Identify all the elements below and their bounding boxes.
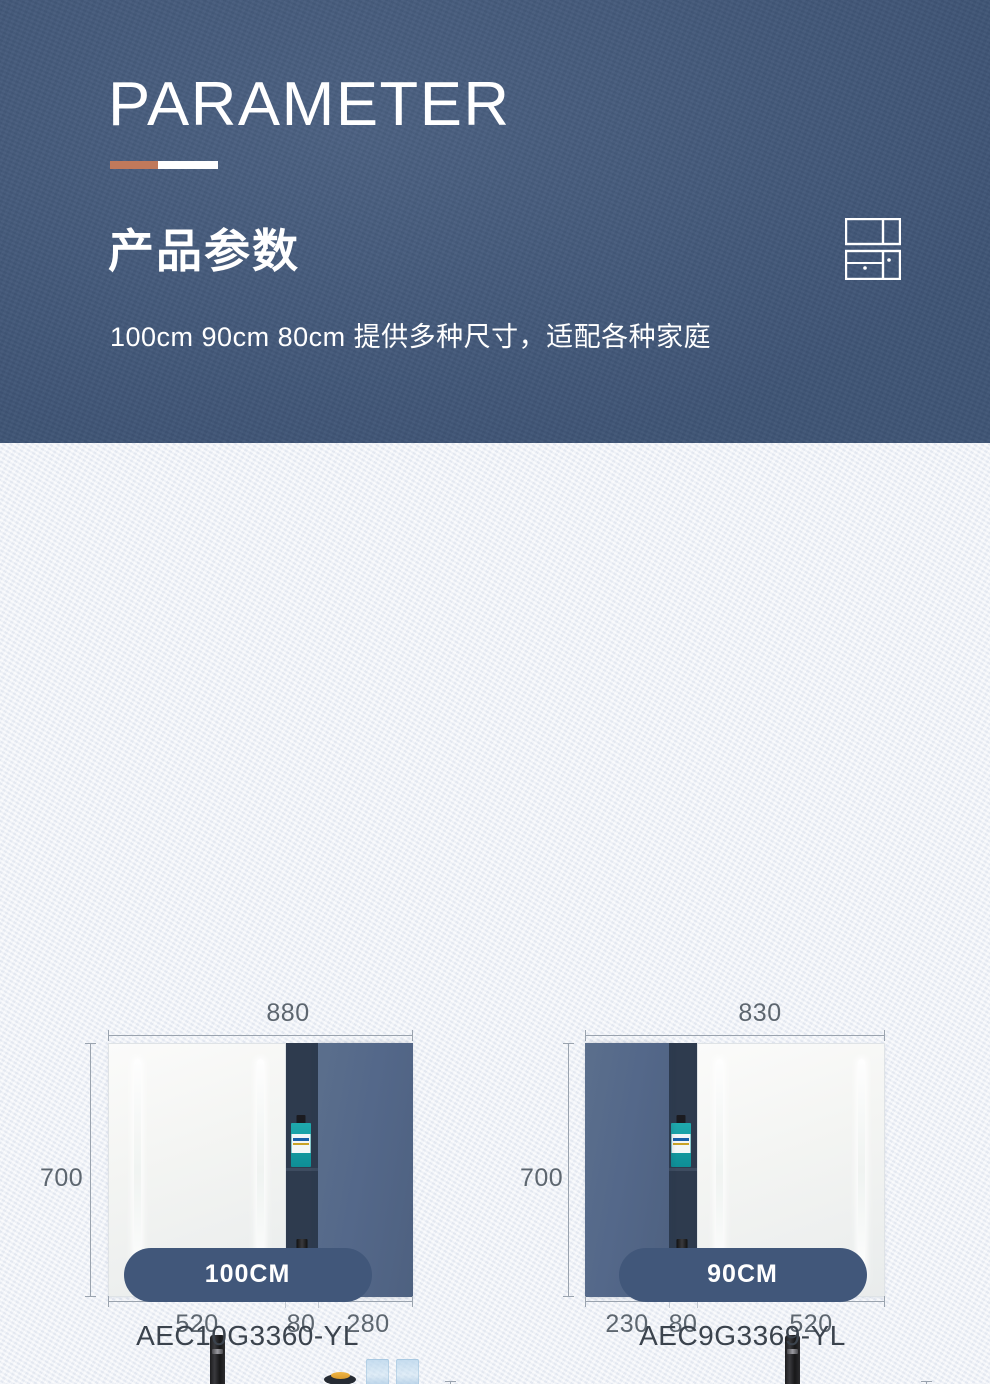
mirror-segment-label-80: 80 <box>286 1310 316 1338</box>
mirror-width-dimline <box>585 1030 885 1041</box>
product-label-100cm: 100CM AEC10G3360-YL <box>0 1248 495 1352</box>
mirror-width-dimline <box>108 1030 413 1041</box>
soap-bar <box>331 1372 350 1379</box>
page-header: PARAMETER 产品参数 100cm 90cm 80cm 提供多种尺寸，适配… <box>0 0 990 443</box>
mirror-width-label-830: 830 <box>738 999 782 1027</box>
size-pill-90cm[interactable]: 90CM <box>618 1248 867 1302</box>
faucet-lever[interactable] <box>787 1349 798 1354</box>
mirror-height-dimline <box>85 1043 96 1297</box>
mirror-segment-label-520: 520 <box>175 1310 219 1338</box>
model-code-100cm: AEC10G3360-YL <box>136 1320 359 1351</box>
mirror-height-label-700: 700 <box>520 1164 564 1192</box>
faucet[interactable] <box>210 1335 225 1384</box>
mirror-segment-label-280: 280 <box>346 1310 390 1338</box>
glass-cup-2 <box>396 1359 419 1384</box>
shelf-bottle-mouthwash <box>670 1115 692 1167</box>
segment-tick-2 <box>697 1301 698 1308</box>
soap-dish <box>324 1372 356 1384</box>
accent-segment-orange <box>110 161 158 169</box>
accent-segment-white <box>157 161 218 169</box>
size-pill-100cm[interactable]: 100CM <box>123 1248 372 1302</box>
vanity-cabinet-90: ARROW <box>567 1335 917 1384</box>
model-code-90cm: AEC9G3369-YL <box>639 1320 846 1351</box>
page-title-en: PARAMETER <box>108 70 511 139</box>
mirror-height-label-700: 700 <box>40 1164 84 1192</box>
shelf-bottle-mouthwash <box>290 1115 312 1167</box>
led-strip-right <box>858 1059 865 1281</box>
mirror-segment-label-230: 230 <box>605 1310 649 1338</box>
vanity-cabinet-100: ARROW <box>78 1335 448 1384</box>
product-diagram-100cm: 880 700 <box>0 443 495 1384</box>
shelf-divider <box>665 1168 697 1171</box>
accent-divider <box>110 161 218 169</box>
led-strip-left <box>716 1059 723 1281</box>
product-label-90cm: 90CM AEC9G3369-YL <box>495 1248 990 1352</box>
mirror-segment-label-520: 520 <box>789 1310 833 1338</box>
mirror-segment-label-80: 80 <box>668 1310 698 1338</box>
segment-tick-1 <box>669 1301 670 1308</box>
page-subtitle: 100cm 90cm 80cm 提供多种尺寸，适配各种家庭 <box>110 322 712 352</box>
shelf-divider <box>284 1168 318 1171</box>
mirror-height-dimline <box>563 1043 574 1297</box>
led-strip-right <box>257 1059 264 1281</box>
mirror-width-label-880: 880 <box>266 999 310 1027</box>
cabinet-icon <box>844 217 902 281</box>
faucet-lever[interactable] <box>212 1349 223 1354</box>
faucet[interactable] <box>785 1335 800 1384</box>
led-strip-left <box>134 1059 141 1281</box>
segment-tick-1 <box>285 1301 286 1308</box>
page-title-cn: 产品参数 <box>108 225 300 277</box>
diagram-area: 880 700 <box>0 443 990 1384</box>
vanity-height-right-dimline <box>445 1381 456 1384</box>
segment-tick-2 <box>318 1301 319 1308</box>
glass-cup-1 <box>366 1359 389 1384</box>
product-diagram-90cm: 830 700 <box>495 443 990 1384</box>
vanity-height-right-dimline <box>921 1381 932 1384</box>
